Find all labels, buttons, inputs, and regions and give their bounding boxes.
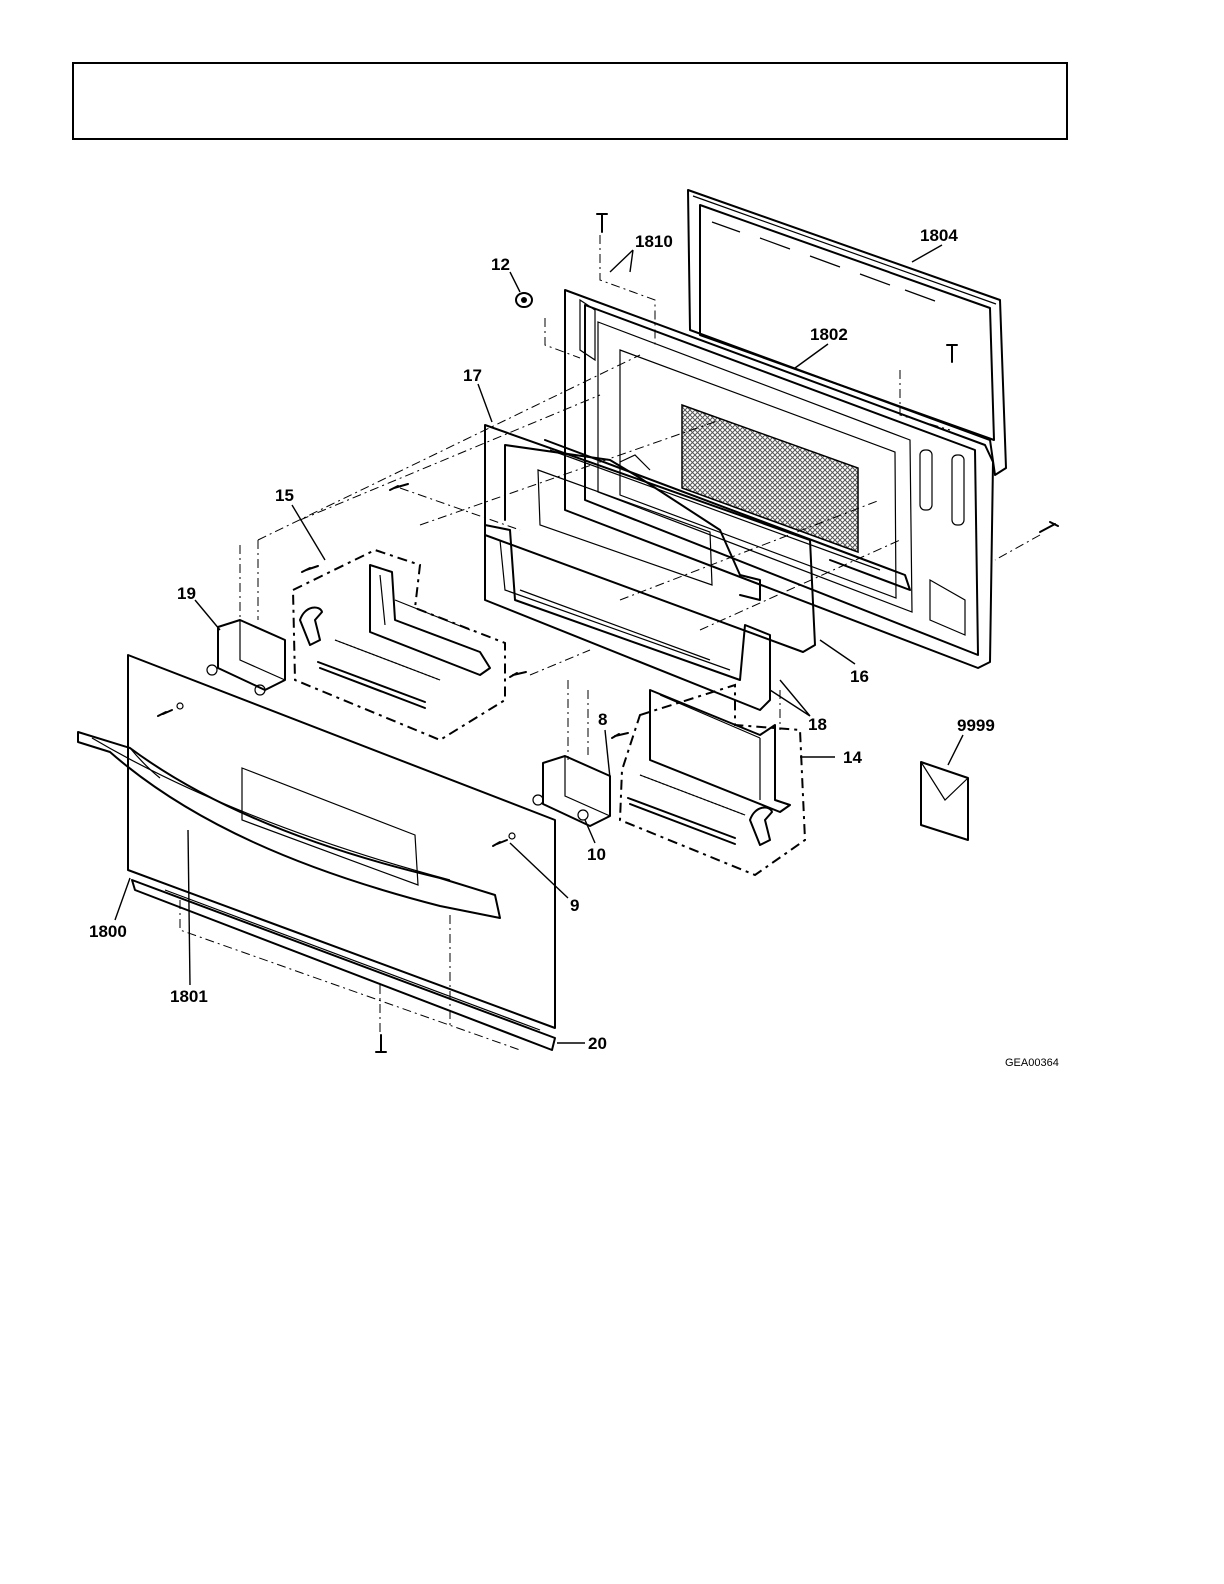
drawing-code: GEA00364 — [1005, 1057, 1059, 1069]
part-9999-literature — [921, 762, 968, 840]
callout-10: 10 — [587, 845, 606, 864]
callout-20: 20 — [588, 1034, 607, 1053]
part-18-lower-trim — [485, 525, 770, 710]
callout-15: 15 — [275, 486, 294, 505]
callout-14: 14 — [843, 748, 862, 767]
callout-17: 17 — [463, 366, 482, 385]
part-1800-outer-door — [128, 655, 555, 1028]
part-19-hinge-plate — [207, 620, 285, 695]
callout-1801: 1801 — [170, 987, 208, 1006]
callout-labels: 1804 1810 12 1802 17 15 19 16 18 9999 14… — [89, 226, 1059, 1069]
leader-lines — [115, 245, 963, 1043]
part-1801-handle — [78, 732, 500, 918]
callout-19: 19 — [177, 584, 196, 603]
callout-12: 12 — [491, 255, 510, 274]
part-14-hinge-assembly — [620, 685, 805, 875]
part-15-hinge-assembly — [293, 550, 505, 740]
callout-8: 8 — [598, 710, 607, 729]
callout-1802: 1802 — [810, 325, 848, 344]
callout-9: 9 — [570, 896, 579, 915]
callout-16: 16 — [850, 667, 869, 686]
part-20-bottom-trim — [132, 880, 555, 1050]
callout-18: 18 — [808, 715, 827, 734]
callout-1810: 1810 — [635, 232, 673, 251]
callout-1804: 1804 — [920, 226, 958, 245]
callout-1800: 1800 — [89, 922, 127, 941]
part-12-bumper — [516, 293, 532, 307]
callout-9999: 9999 — [957, 716, 995, 735]
